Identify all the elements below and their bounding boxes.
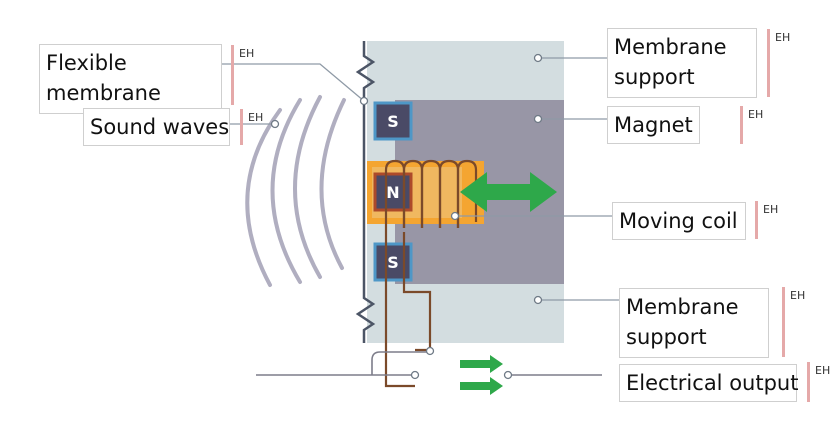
tag-sound-waves: EH <box>248 111 264 124</box>
leader-dots <box>270 53 543 380</box>
tag-bar-magnet <box>740 106 743 144</box>
tag-flexible-membrane: EH <box>239 47 255 60</box>
tag-membrane-support-bottom: EH <box>790 289 806 302</box>
tag-bar-sound-waves <box>240 109 243 145</box>
pole-middle-letter: N <box>386 183 399 202</box>
label-magnet: Magnet <box>607 106 700 144</box>
tag-magnet: EH <box>748 108 764 121</box>
tag-membrane-support-top: EH <box>775 31 791 44</box>
label-moving-coil: Moving coil <box>612 202 746 240</box>
tag-bar-membrane-support-top <box>767 29 770 97</box>
tag-moving-coil: EH <box>763 203 779 216</box>
pole-top-letter: S <box>387 112 399 131</box>
tag-bar-membrane-support-bottom <box>782 287 785 357</box>
pole-top <box>373 101 413 141</box>
tag-bar-flexible-membrane <box>231 45 234 105</box>
flexible-membrane-line <box>355 41 376 343</box>
leader-lines <box>222 57 619 301</box>
moving-coil-arrow <box>460 172 557 212</box>
label-sound-waves: Sound waves <box>83 108 230 146</box>
output-arrows <box>460 355 503 395</box>
sound-waves-arcs <box>245 95 346 287</box>
label-membrane-support-bottom: Membrane support <box>619 288 769 358</box>
tag-electrical-output: EH <box>815 364 831 377</box>
tag-bar-electrical-output <box>807 362 810 402</box>
label-electrical-output: Electrical output <box>619 364 798 402</box>
pole-bottom-letter: S <box>387 253 399 272</box>
coil-windings <box>384 159 478 388</box>
label-flexible-membrane: Flexible membrane <box>39 44 222 114</box>
tag-bar-moving-coil <box>755 201 758 239</box>
output-wires <box>256 351 602 376</box>
label-membrane-support-top: Membrane support <box>607 28 757 98</box>
